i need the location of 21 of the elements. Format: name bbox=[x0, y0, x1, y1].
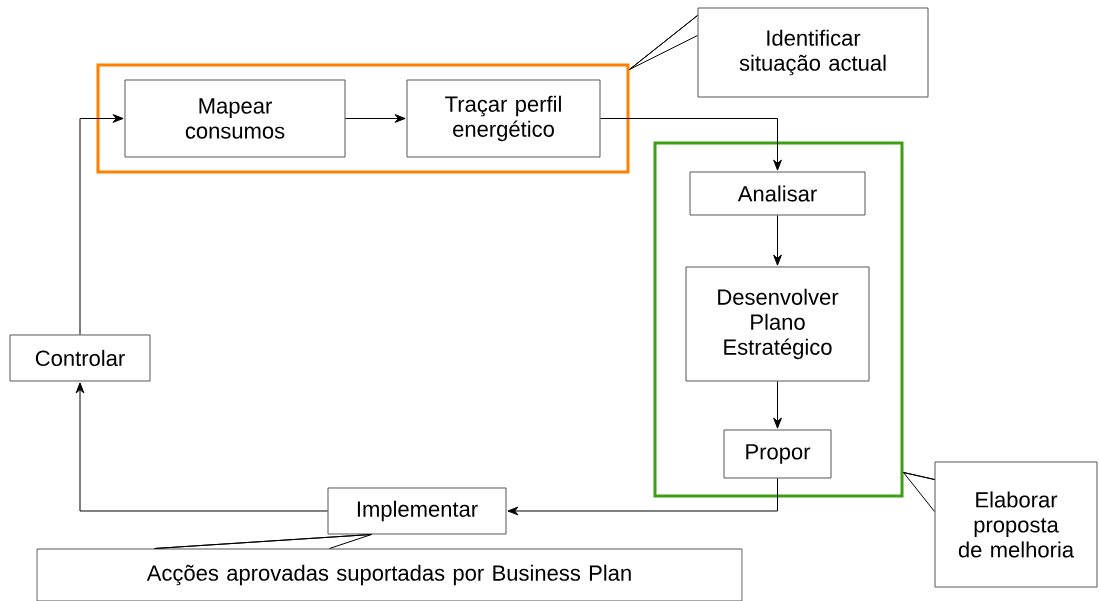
arrow bbox=[75, 382, 328, 512]
callout-box: Identificar situação actual bbox=[697, 7, 929, 98]
arrow bbox=[79, 114, 124, 335]
arrow bbox=[773, 215, 782, 266]
group-frame bbox=[653, 141, 904, 498]
arrow bbox=[773, 381, 782, 429]
process-box: Controlar bbox=[9, 334, 151, 382]
process-box: Implementar bbox=[327, 487, 507, 535]
leader-line bbox=[629, 15, 698, 70]
process-box: Analisar bbox=[689, 171, 866, 216]
arrow bbox=[600, 118, 782, 171]
group-frame bbox=[96, 63, 630, 174]
process-box: Desenvolver Plano Estratégico bbox=[685, 266, 870, 382]
callout-box: Acções aprovadas suportadas por Business Plan bbox=[36, 548, 743, 601]
process-box: Propor bbox=[723, 429, 832, 479]
arrow bbox=[507, 478, 778, 516]
callout-box: Elaborar proposta de melhoria bbox=[934, 461, 1098, 588]
arrow bbox=[345, 114, 406, 123]
process-box: Traçar perfil energético bbox=[406, 79, 601, 158]
leader-line bbox=[903, 472, 935, 512]
process-box: Mapear consumos bbox=[124, 79, 346, 158]
